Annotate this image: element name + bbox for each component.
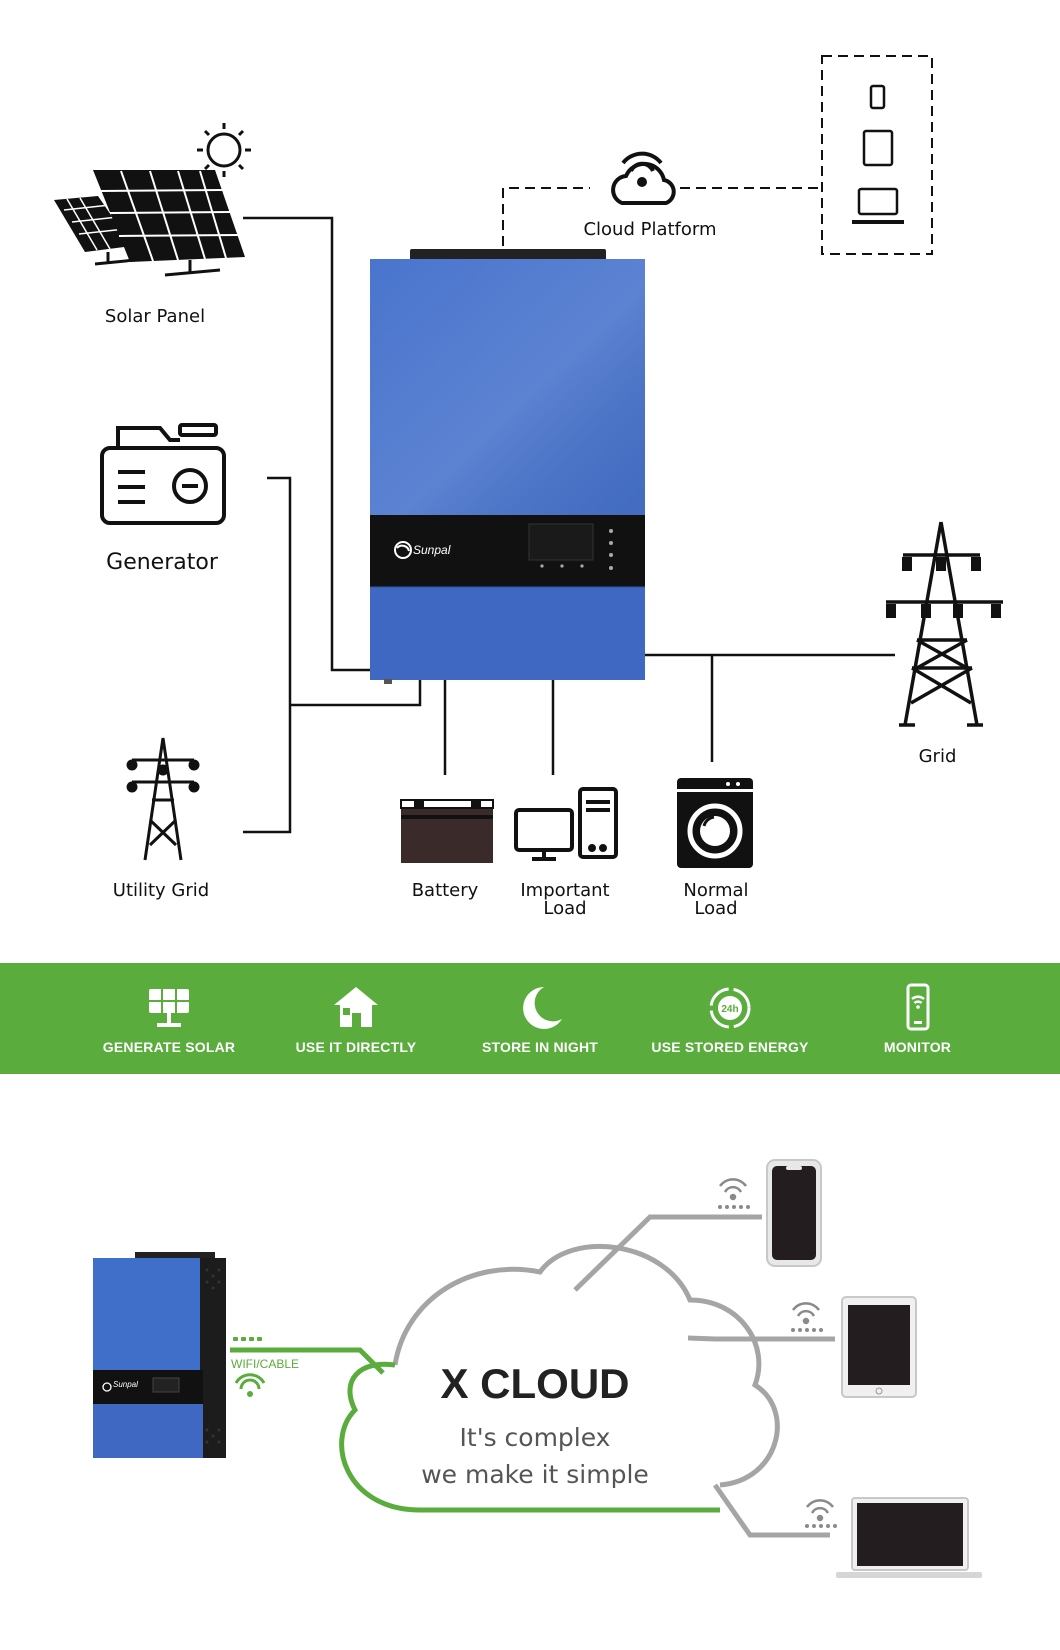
inverter [370,249,645,684]
generator-icon [100,423,226,525]
feature-label: USE IT DIRECTLY [295,1038,417,1055]
inverter-logo-icon [394,541,412,559]
xcloud-inverter-brand: Sunpal [113,1380,138,1389]
moon-icon [523,986,562,1029]
battery-icon [400,799,494,863]
cycle-24h-icon: 24h [709,987,751,1028]
features-band: GENERATE SOLAR USE IT DIRECTLY STORE IN … [0,963,1060,1074]
xcloud-inverter [93,1252,226,1458]
connection-lines [243,216,895,834]
generator-label: Generator [106,550,218,575]
phone-icon [869,84,886,110]
xcloud-line1: It's complex [459,1423,611,1452]
utility-tower-icon [126,737,200,861]
solar-panel-icon [54,170,245,277]
solar-panel-icon [149,988,189,1027]
generator-line [243,476,292,834]
sun-icon [197,123,251,177]
inverter-screen [528,523,594,561]
normal-load-icon [677,778,753,868]
important-load-icon [514,787,618,861]
link-inverter [230,1347,385,1375]
utility-grid-label: Utility Grid [112,880,210,901]
cloud-platform-icon [611,151,676,205]
devices-box [821,55,933,255]
grid-tower-icon [886,521,1003,727]
cloud-outline-green [339,1361,720,1513]
feature-generate-solar: GENERATE SOLAR [98,963,240,1074]
utility-line [290,675,422,707]
link-tablet [687,1335,835,1342]
feature-use-stored-energy: 24h USE STORED ENERGY [650,963,810,1074]
cloud-links [502,55,933,255]
battery-label: Battery [411,880,479,901]
link-phone [573,1214,762,1292]
inverter-brand: Sunpal [413,543,451,557]
wifi-gray-icons [718,1178,835,1522]
important-load-label: Important Load [520,880,610,919]
solar-line [243,216,372,672]
xcloud-line2: we make it simple [421,1460,649,1489]
normal-load-label: Normal Load [683,880,749,919]
wifi-green-icon [233,1337,266,1397]
system-diagram [54,55,1003,868]
feature-label: GENERATE SOLAR [102,1038,236,1055]
link-laptop [712,1483,830,1538]
grid-label: Grid [918,746,957,767]
feature-use-directly: USE IT DIRECTLY [290,963,422,1074]
xcloud-title: X CLOUD [440,1360,630,1407]
devices-icons [852,84,904,224]
solar-panel-label: Solar Panel [104,306,206,327]
house-icon [334,986,378,1027]
cloud-outline-gray [392,1243,780,1488]
inverter-panel [370,515,645,587]
laptop-icon [857,187,899,216]
smartphone-icon [766,1159,822,1267]
feature-label: STORE IN NIGHT [481,1038,599,1055]
svg-text:24h: 24h [721,1004,738,1015]
tablet-icon [862,129,894,167]
cloud-platform-label: Cloud Platform [583,219,717,240]
feature-label: USE STORED ENERGY [651,1038,809,1055]
laptop-icon [836,1497,982,1578]
feature-store-night: STORE IN NIGHT [475,963,605,1074]
wifi-cable-label: WIFI/CABLE [231,1357,300,1371]
feature-monitor: MONITOR [870,963,965,1074]
tablet-icon [841,1296,917,1398]
phone-wifi-icon [906,983,929,1030]
feature-label: MONITOR [883,1038,952,1055]
